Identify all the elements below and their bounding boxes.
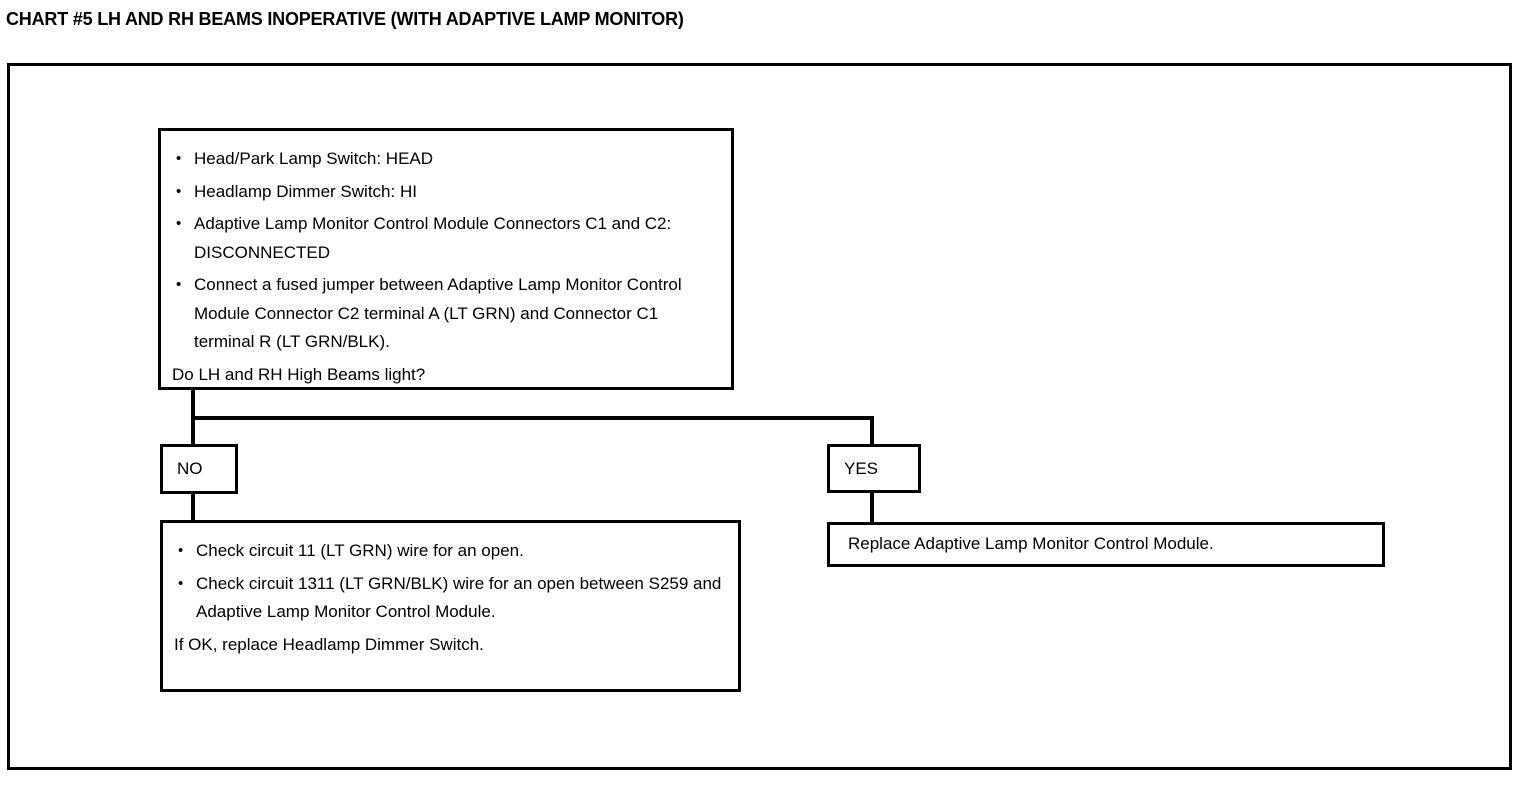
list-item: Connect a fused jumper between Adaptive … — [172, 271, 721, 357]
list-item: Check circuit 1311 (LT GRN/BLK) wire for… — [174, 570, 728, 627]
branch-label-no: NO — [160, 444, 238, 494]
branch-label-yes: YES — [827, 444, 921, 493]
connector-no-result-stem — [191, 492, 195, 522]
no-result-bullet-list: Check circuit 11 (LT GRN) wire for an op… — [174, 537, 728, 627]
list-item: Adaptive Lamp Monitor Control Module Con… — [172, 210, 721, 267]
list-item: Head/Park Lamp Switch: HEAD — [172, 145, 721, 174]
no-result-tail: If OK, replace Headlamp Dimmer Switch. — [174, 634, 484, 654]
connector-yes-result-stem — [870, 491, 874, 523]
branch-label-yes-text: YES — [844, 459, 879, 478]
yes-result-box: Replace Adaptive Lamp Monitor Control Mo… — [827, 522, 1385, 567]
page-title: CHART #5 LH AND RH BEAMS INOPERATIVE (WI… — [6, 9, 684, 29]
connector-decision-stem — [191, 390, 195, 420]
connector-no-stem — [191, 416, 195, 446]
decision-box-body: Head/Park Lamp Switch: HEAD Headlamp Dim… — [172, 145, 721, 389]
list-item: Check circuit 11 (LT GRN) wire for an op… — [174, 537, 728, 566]
decision-bullet-list: Head/Park Lamp Switch: HEAD Headlamp Dim… — [172, 145, 721, 357]
no-result-box-body: Check circuit 11 (LT GRN) wire for an op… — [174, 537, 728, 659]
diagram-frame — [7, 63, 1512, 770]
decision-question: Do LH and RH High Beams light? — [172, 364, 426, 384]
connector-yes-stem — [870, 416, 874, 446]
branch-label-no-text: NO — [177, 459, 203, 478]
list-item: Headlamp Dimmer Switch: HI — [172, 178, 721, 207]
yes-result-text: Replace Adaptive Lamp Monitor Control Mo… — [848, 534, 1214, 553]
no-result-box: Check circuit 11 (LT GRN) wire for an op… — [160, 520, 741, 692]
decision-box: Head/Park Lamp Switch: HEAD Headlamp Dim… — [158, 128, 734, 390]
connector-branch-bar — [191, 416, 874, 420]
